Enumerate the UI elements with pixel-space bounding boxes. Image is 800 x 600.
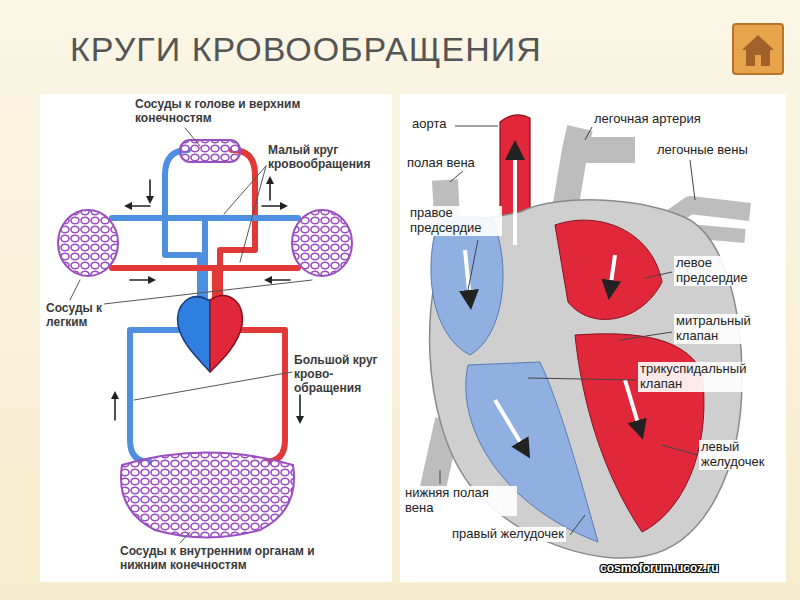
vessel-label: Сосуды к легким [46,302,108,330]
part-label: нижняя полая вена [403,486,517,516]
part-label: левое предсердие [674,256,778,286]
part-label: левый желудочек [699,440,783,470]
vessel-label: Сосуды к голове и верхним конечностям [135,98,305,126]
slide-title: КРУГИ КРОВООБРАЩЕНИЯ [70,30,542,69]
part-label: легочная артерия [592,112,703,127]
part-label: митральный клапан [674,314,778,344]
left-panel [40,94,392,582]
home-icon [733,24,783,74]
watermark: cosmoforum.ucoz.ru [600,562,719,576]
part-label: легочные вены [655,143,750,158]
right-panel [400,94,786,582]
part-label: полая вена [405,156,477,171]
part-label: аорта [410,117,448,132]
circle-label: Малый круг кровообращения [268,144,380,172]
part-label: правый желудочек [450,527,566,542]
part-label: правое предсердие [408,206,502,236]
circle-label: Большой круг крово- обращения [294,354,388,395]
circulation-scheme [58,128,352,543]
vessel-label: Сосуды к внутренним органам и нижним кон… [120,545,360,573]
part-label: трикуспидальный клапан [638,362,782,392]
